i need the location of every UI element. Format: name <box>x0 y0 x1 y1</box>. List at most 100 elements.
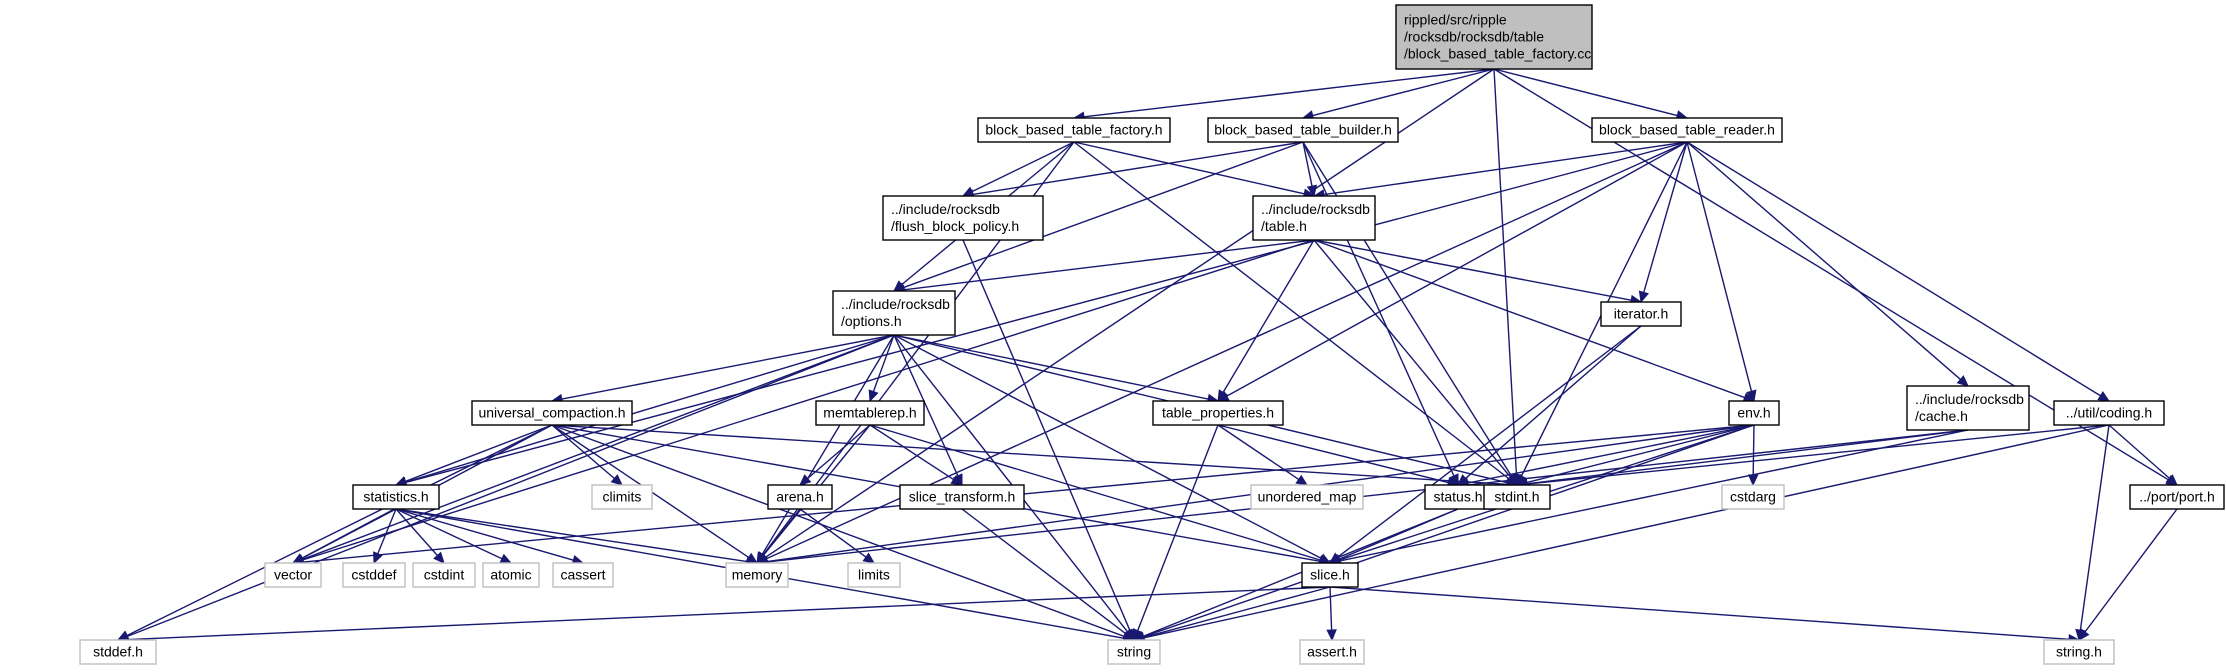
node-table-h[interactable]: ../include/rocksdb/table.h <box>1252 195 1376 241</box>
edge-coding_h-to-stdint_h <box>1526 424 2110 485</box>
edge-arrowhead <box>291 553 305 564</box>
node-label: stdint.h <box>1494 489 1539 505</box>
node-univ[interactable]: universal_compaction.h <box>471 400 633 426</box>
node-climits: climits <box>591 484 653 510</box>
node-box <box>412 562 476 588</box>
edge-options_h-to-statistics_h <box>405 334 895 483</box>
edge-options_h-to-stddef_h <box>127 334 895 637</box>
node-box <box>899 484 1025 510</box>
node-label: ../include/rocksdb <box>1915 391 2024 407</box>
edge-bbtr_h-to-statistics_h <box>405 141 1688 484</box>
node-label: rippled/src/ripple <box>1404 12 1507 28</box>
node-status-h[interactable]: status.h <box>1424 484 1492 510</box>
edge-statistics_h-to-cstddef <box>377 508 397 555</box>
edge-table_h-to-stdint_h <box>1313 239 1512 478</box>
node-box <box>977 117 1171 143</box>
node-label: block_based_table_factory.h <box>985 122 1162 138</box>
node-label: cstdarg <box>1730 489 1776 505</box>
node-iterator-h[interactable]: iterator.h <box>1600 301 1682 327</box>
edge-bbtb_h-to-flush <box>972 141 1304 196</box>
node-box <box>832 290 956 336</box>
edge-env_h-to-status_h <box>1467 424 1755 484</box>
node-port-h[interactable]: ../port/port.h <box>2129 484 2225 510</box>
node-label: cstdint <box>424 567 465 583</box>
node-label: statistics.h <box>363 489 428 505</box>
node-box <box>882 195 1044 241</box>
node-box <box>847 562 901 588</box>
edge-root-to-bbtf_h <box>1083 68 1495 118</box>
node-box <box>1483 484 1551 510</box>
edge-arrowhead <box>1956 375 1969 387</box>
node-label: unordered_map <box>1258 489 1357 505</box>
node-bbtb-h[interactable]: block_based_table_builder.h <box>1207 117 1399 143</box>
node-label: ../include/rocksdb <box>891 201 1000 217</box>
edge-arrowhead <box>433 551 445 564</box>
edge-arrowhead <box>1306 184 1318 198</box>
edge-flush-to-string <box>962 239 1131 632</box>
node-statistics-h[interactable]: statistics.h <box>352 484 440 510</box>
node-box <box>79 639 157 665</box>
edge-arena_h-to-memory <box>762 508 801 556</box>
edge-bbtr_h-to-table_props <box>1226 141 1688 397</box>
edge-arrowhead <box>1638 290 1649 304</box>
edge-arrowhead <box>1326 629 1337 642</box>
edge-bbtr_h-to-coding_h <box>1686 141 2101 397</box>
node-box <box>725 562 789 588</box>
edge-arrowhead <box>610 474 623 486</box>
node-box <box>1600 301 1682 327</box>
edge-arrowhead <box>1122 629 1135 641</box>
node-label: block_based_table_reader.h <box>1599 122 1775 138</box>
node-label: universal_compaction.h <box>478 405 625 421</box>
edge-statistics_h-to-cassert <box>395 508 574 561</box>
node-label: arena.h <box>776 489 823 505</box>
node-root[interactable]: rippled/src/ripple/rocksdb/rocksdb/table… <box>1395 4 1593 70</box>
edge-options_h-to-memory <box>761 334 895 555</box>
edge-slice_h-to-string <box>1143 586 1331 639</box>
node-label: /cache.h <box>1915 408 1968 424</box>
node-stdint-h[interactable]: stdint.h <box>1483 484 1551 510</box>
edge-arrowhead <box>1217 389 1228 403</box>
node-box <box>1906 385 2030 431</box>
edge-statistics_h-to-cstdint <box>395 508 438 556</box>
edge-options_h-to-slice_transform <box>893 334 959 477</box>
edge-bbtb_h-to-options_h <box>903 141 1304 289</box>
node-label: string <box>1117 644 1151 660</box>
node-arena-h[interactable]: arena.h <box>767 484 833 510</box>
node-box <box>264 562 322 588</box>
edge-arrowhead <box>2165 474 2178 486</box>
node-atomic: atomic <box>482 562 540 588</box>
node-box <box>1250 484 1364 510</box>
edges-layer <box>116 68 2179 645</box>
node-label: cstddef <box>351 567 396 583</box>
edge-port_h-to-string_h <box>2084 508 2178 633</box>
node-string-h: string.h <box>2043 639 2115 665</box>
edge-env_h-to-stdint_h <box>1526 424 1755 484</box>
node-bbtr-h[interactable]: block_based_table_reader.h <box>1591 117 1783 143</box>
node-label: /rocksdb/rocksdb/table <box>1404 29 1544 45</box>
node-options-h[interactable]: ../include/rocksdb/options.h <box>832 290 956 336</box>
edge-env_h-to-vector <box>302 424 1755 563</box>
node-cache-h[interactable]: ../include/rocksdb/cache.h <box>1906 385 2030 431</box>
edge-options_h-to-slice_h <box>893 334 1322 559</box>
node-label: /table.h <box>1261 218 1307 234</box>
node-bbtf-h[interactable]: block_based_table_factory.h <box>977 117 1171 143</box>
node-memtablerep[interactable]: memtablerep.h <box>815 400 925 426</box>
node-coding-h[interactable]: ../util/coding.h <box>2053 400 2165 426</box>
edge-slice_h-to-string_h <box>1329 586 2070 640</box>
edge-env_h-to-string <box>1143 424 1755 638</box>
node-env-h[interactable]: env.h <box>1728 400 1780 426</box>
node-box <box>1299 639 1365 665</box>
node-box <box>1591 117 1783 143</box>
edge-univ-to-string <box>551 424 1125 638</box>
node-label: status.h <box>1433 489 1482 505</box>
edge-univ-to-stddef_h <box>126 424 553 637</box>
node-label: /flush_block_policy.h <box>891 218 1019 234</box>
node-flush[interactable]: ../include/rocksdb/flush_block_policy.h <box>882 195 1044 241</box>
node-box <box>1152 400 1284 426</box>
node-slice-transform[interactable]: slice_transform.h <box>899 484 1025 510</box>
node-table-props[interactable]: table_properties.h <box>1152 400 1284 426</box>
node-label: climits <box>603 489 642 505</box>
node-slice-h[interactable]: slice.h <box>1301 562 1359 588</box>
edge-statistics_h-to-vector <box>301 508 397 559</box>
node-cstdarg: cstdarg <box>1721 484 1785 510</box>
